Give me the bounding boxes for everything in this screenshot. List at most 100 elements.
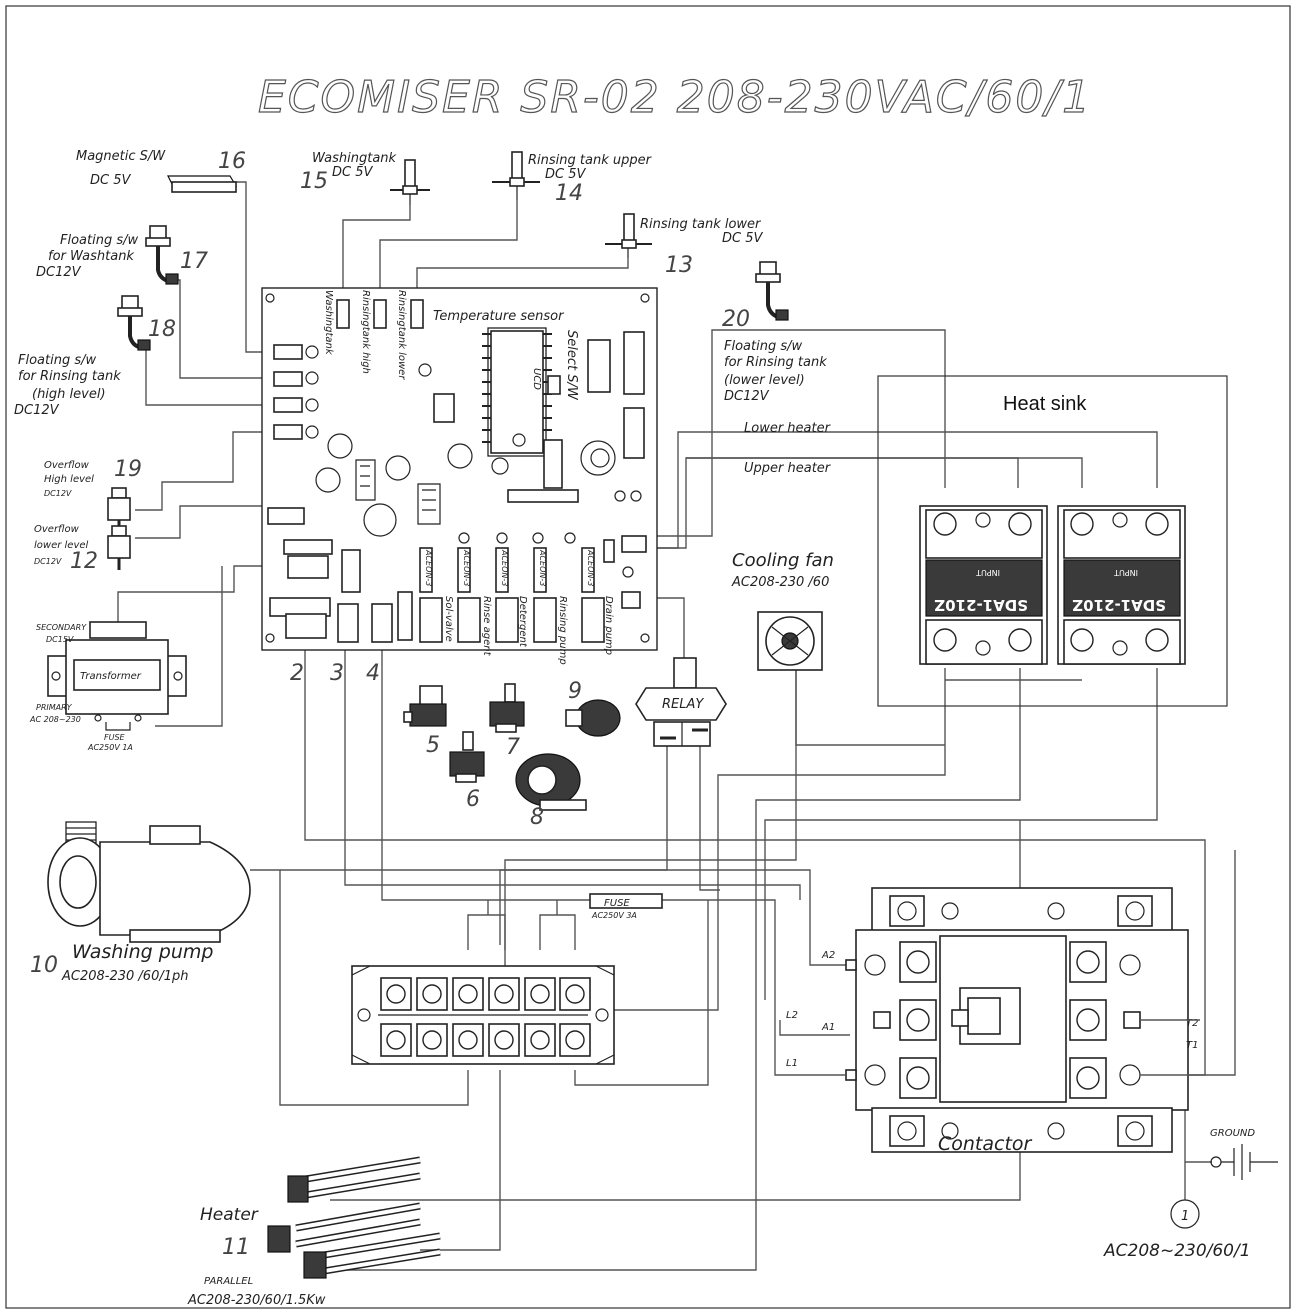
transformer-primary-spec: AC 208~230 [29, 715, 81, 724]
overflow-lower-line1: Overflow [34, 524, 80, 535]
upper-heater-label: Upper heater [744, 461, 832, 476]
temperature-sensor-label: Temperature sensor [433, 309, 565, 324]
magnetic-switch [167, 175, 238, 193]
float-rinsing-lower-spec: DC12V [724, 389, 770, 404]
transformer-label: Transformer [80, 671, 142, 682]
rinsing-lower-label: Rinsing tank lower [640, 217, 762, 232]
number-6: 6 [466, 787, 480, 812]
ssr-2 [1057, 505, 1186, 665]
heater-spec: AC208-230/60/1.5Kw [187, 1293, 326, 1308]
terminal-screw [565, 1030, 585, 1050]
number-16: 16 [218, 149, 246, 174]
heater-label: Heater [200, 1205, 259, 1225]
terminal-screw [386, 984, 406, 1004]
number-19: 19 [114, 457, 142, 482]
number-20: 20 [722, 307, 750, 332]
terminal-screw [530, 984, 550, 1004]
terminal-t1: T1 [1186, 1040, 1198, 1051]
float-rinsing-high-line3: (high level) [32, 387, 106, 402]
washing-pump [47, 821, 251, 943]
diagram-frame [5, 5, 1291, 1309]
ssr-2-input: INPUT [1114, 568, 1138, 577]
transformer-fuse-spec: AC250V 1A [87, 743, 133, 752]
rinsing-upper-label: Rinsing tank upper [528, 153, 653, 168]
output-chip-label-2: ACEON-3 [462, 549, 471, 586]
number-13: 13 [665, 253, 693, 278]
float-rinsing-lower-line3: (lower level) [724, 373, 805, 388]
number-17: 17 [180, 249, 208, 274]
output-chip-label-5: ACEON-3 [586, 549, 595, 586]
ssr-2-model: SDA1-210Z [1072, 596, 1166, 614]
magnetic-sw-label: Magnetic S/W [76, 149, 166, 164]
supply-number: 1 [1181, 1209, 1189, 1224]
ssr-1-input: INPUT [976, 568, 1000, 577]
terminal-t2: T2 [1186, 1018, 1198, 1029]
ground-label: GROUND [1210, 1128, 1255, 1139]
number-18: 18 [148, 317, 176, 342]
washing-pump-label: Washing pump [72, 941, 213, 963]
main-fuse-label: FUSE [604, 898, 630, 909]
magnetic-sw-spec: DC 5V [90, 173, 131, 188]
conn-label-washingtank: Washingtank [323, 290, 334, 356]
ground-symbol [1210, 1144, 1278, 1180]
conn-label-rinsingtank-lower: Rinsingtank lower [396, 290, 407, 380]
conn-label-rinsingtank-high: Rinsingtank high [360, 290, 371, 374]
number-4: 4 [366, 661, 380, 686]
washingtank-sensor [390, 159, 430, 205]
heaters [267, 1156, 441, 1279]
float-switch-washtank [145, 225, 179, 285]
heater-mode: PARALLEL [204, 1276, 253, 1287]
transformer-secondary-spec: DC15V [46, 635, 74, 644]
float-washtank-line2: for Washtank [48, 249, 134, 264]
washing-pump-spec: AC208-230 /60/1ph [61, 969, 188, 984]
terminal-screw [565, 984, 585, 1004]
output-chip-label-4: ACEON-3 [538, 549, 547, 586]
relay-label: RELAY [662, 697, 704, 712]
select-switch-label: Select S/W [564, 330, 579, 401]
terminal-l2: L2 [786, 1010, 798, 1021]
supply-spec: AC208~230/60/1 [1103, 1241, 1251, 1261]
drain-pump [565, 699, 621, 737]
terminal-screw [458, 1030, 478, 1050]
washingtank-label: Washingtank [312, 151, 397, 166]
float-rinsing-lower-line2: for Rinsing tank [724, 355, 827, 370]
float-rinsing-lower-line1: Floating s/w [724, 339, 802, 354]
output-label-detergent: Detergent [517, 596, 528, 648]
terminal-screws [380, 977, 591, 1057]
number-10: 10 [30, 953, 58, 978]
number-11: 11 [222, 1235, 250, 1260]
relay [635, 657, 727, 747]
terminal-cell [452, 1023, 484, 1057]
overflow-sensors [107, 487, 131, 570]
ucd-label: UCD [531, 368, 542, 390]
output-label-rinsing-pump: Rinsing pump [557, 596, 568, 665]
overflow-high-line1: Overflow [44, 460, 90, 471]
terminal-a2: A2 [821, 950, 835, 961]
terminal-screw [422, 1030, 442, 1050]
overflow-lower-line2: lower level [34, 540, 89, 551]
detergent-pump [489, 683, 525, 733]
float-washtank-line1: Floating s/w [60, 233, 138, 248]
overflow-lower-spec: DC12V [34, 557, 62, 566]
rinsing-lower-spec: DC 5V [722, 231, 763, 246]
output-chip-label-3: ACEON-3 [500, 549, 509, 586]
number-15: 15 [300, 169, 328, 194]
control-board: Washingtank Rinsingtank high Rinsingtank… [261, 287, 658, 665]
contactor-label: Contactor [938, 1133, 1033, 1155]
ssr-1 [919, 505, 1048, 665]
terminal-l1: L1 [786, 1058, 798, 1069]
contactor [845, 887, 1189, 1153]
main-fuse-spec: AC250V 3A [591, 911, 637, 920]
overflow-high-line2: High level [44, 474, 94, 485]
diagram-title: ECOMISER SR-02 208-230VAC/60/1 [258, 72, 1092, 123]
terminal-screw [458, 984, 478, 1004]
output-label-rinse-agent: Rinse agent [481, 596, 492, 657]
number-7: 7 [506, 735, 520, 760]
number-5: 5 [426, 733, 440, 758]
output-label-drain-pump: Drain pump [603, 596, 614, 655]
transformer-secondary: SECONDARY [36, 623, 87, 632]
float-switch-rinsing-lower [755, 261, 789, 321]
cooling-fan [757, 611, 823, 671]
rinsing-lower-sensor [605, 213, 652, 258]
supply-marker [1170, 1199, 1200, 1229]
